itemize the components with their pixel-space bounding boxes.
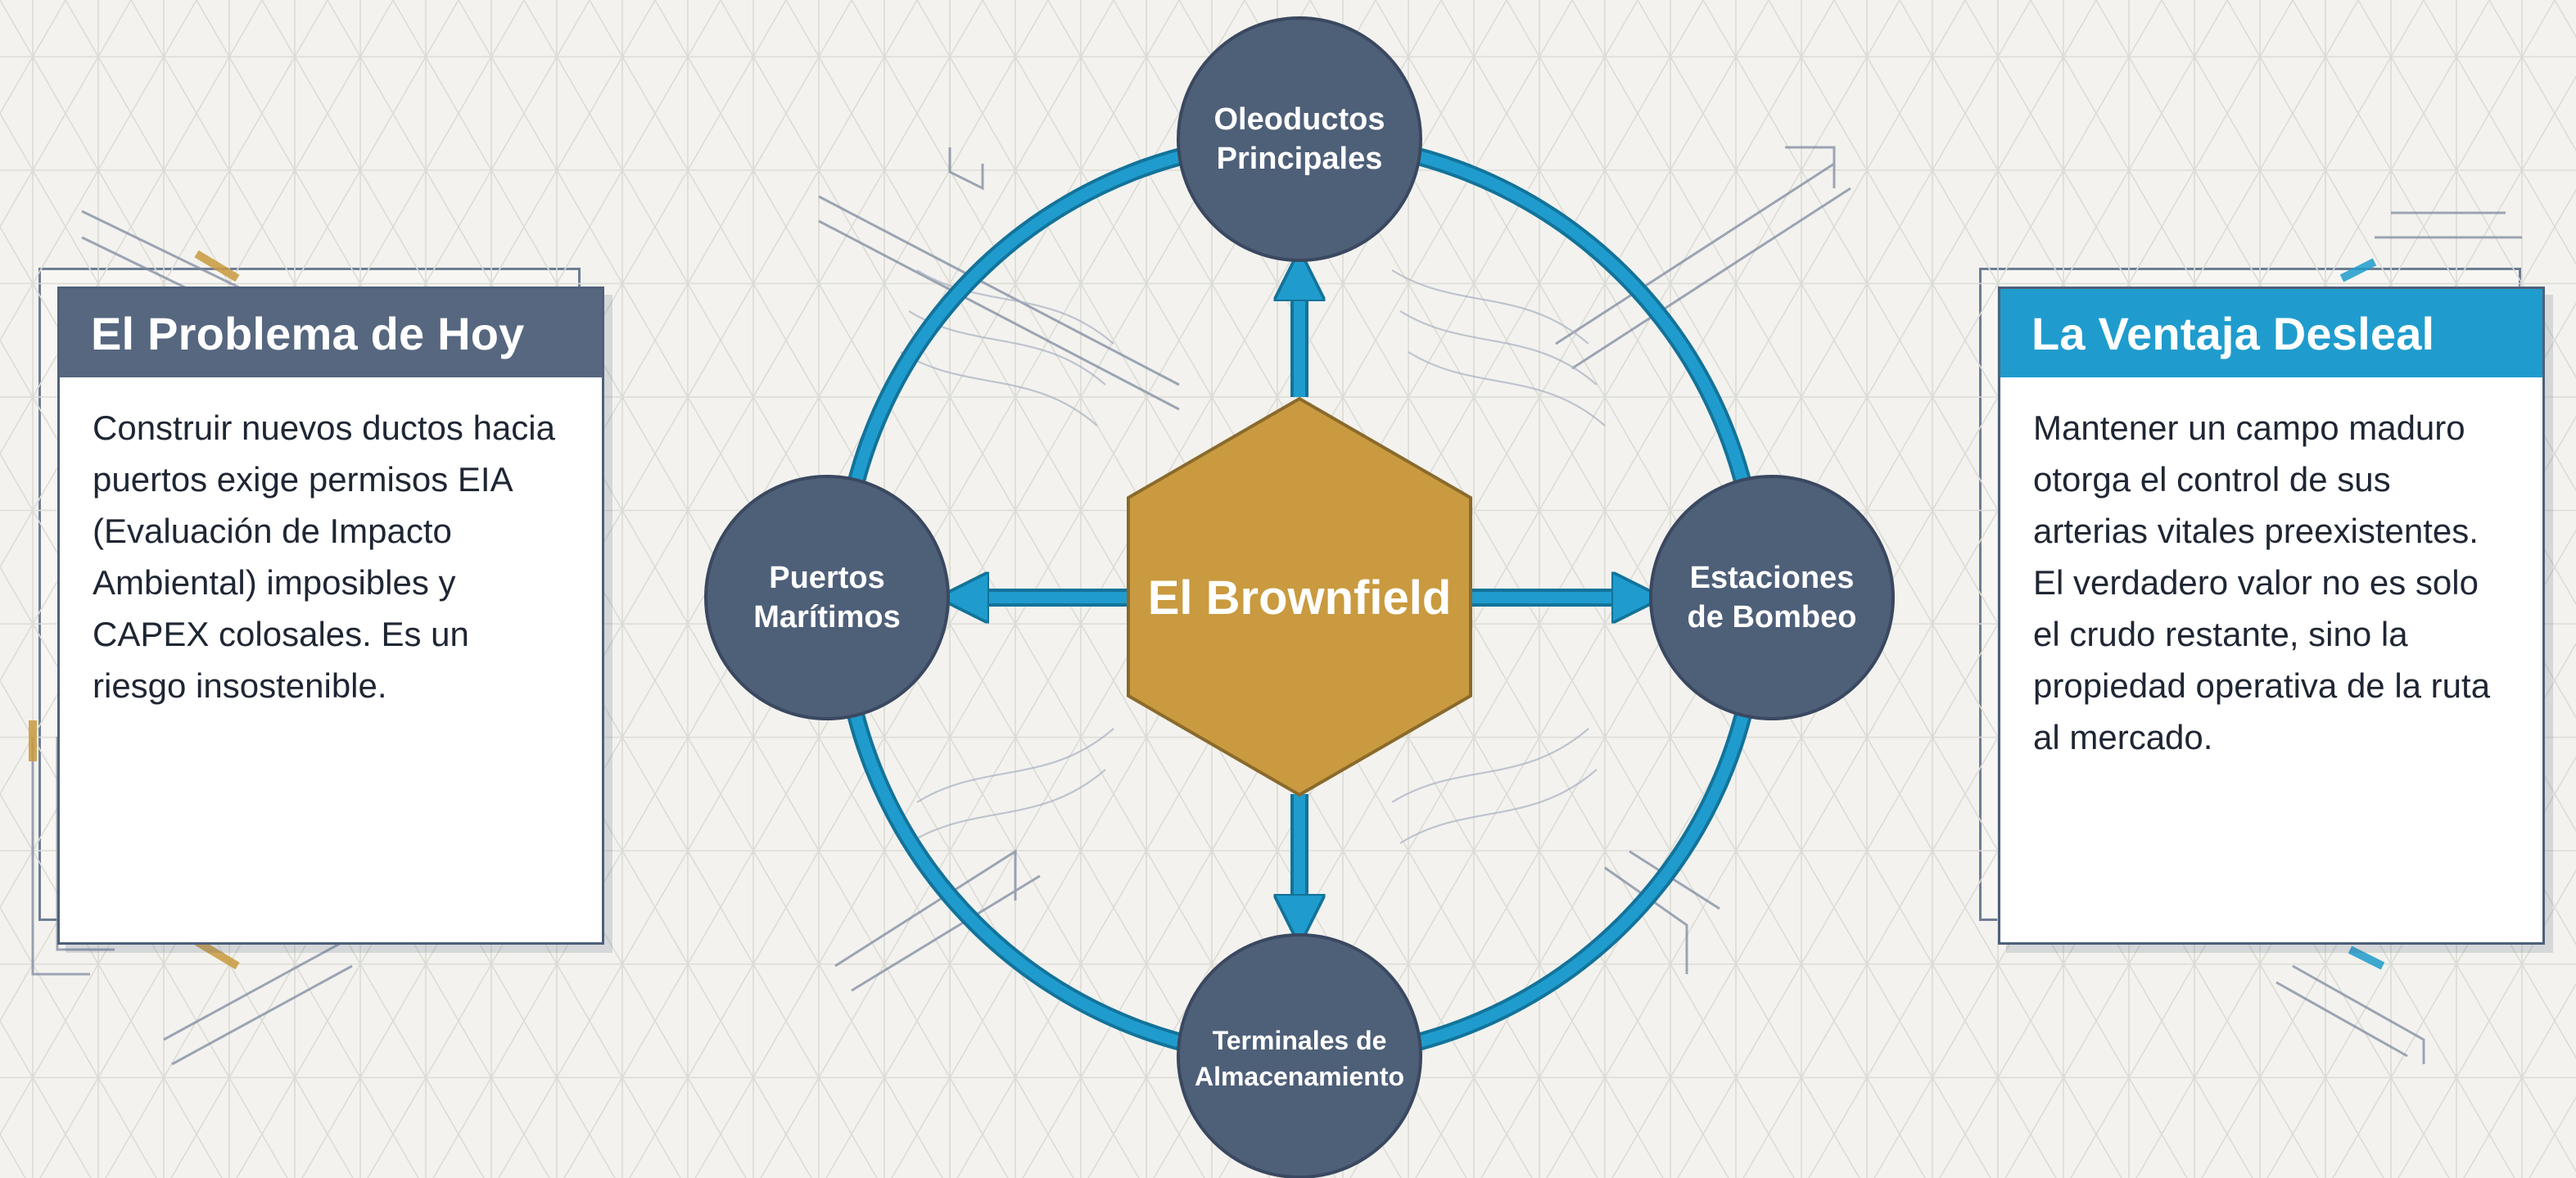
advantage-panel: La Ventaja Desleal Mantener un campo mad…: [1979, 268, 2545, 945]
node-oleoductos: Oleoductos Principales: [1177, 16, 1422, 262]
node-estaciones-line1: Estaciones: [1690, 561, 1855, 595]
node-terminales: Terminales de Almacenamiento: [1177, 933, 1422, 1178]
node-puertos-line1: Puertos: [769, 561, 884, 595]
advantage-panel-title: La Ventaja Desleal: [2000, 289, 2542, 377]
brownfield-hexagon: [1127, 396, 1472, 797]
node-oleoductos-line1: Oleoductos: [1213, 102, 1385, 137]
node-terminales-line2: Almacenamiento: [1195, 1062, 1404, 1091]
connector-arrows: [958, 270, 1643, 925]
node-estaciones: Estaciones de Bombeo: [1649, 475, 1895, 720]
problem-panel-body: Construir nuevos ductos hacia puertos ex…: [93, 408, 555, 705]
decorative-accent-strips-blue: [2339, 258, 2385, 970]
decorative-contour-lines: [900, 269, 1606, 844]
center-label: El Brownfield: [1148, 571, 1452, 625]
problem-panel-title: El Problema de Hoy: [60, 289, 602, 377]
node-puertos-line2: Marítimos: [753, 600, 900, 634]
node-oleoductos-line2: Principales: [1217, 142, 1383, 176]
node-puertos: Puertos Marítimos: [704, 475, 950, 720]
problem-panel: El Problema de Hoy Construir nuevos duct…: [38, 268, 604, 945]
node-estaciones-line2: de Bombeo: [1688, 600, 1857, 634]
decorative-accent-strips: [29, 250, 240, 970]
node-terminales-line1: Terminales de: [1213, 1026, 1387, 1055]
advantage-panel-body: Mantener un campo maduro otorga el contr…: [2033, 408, 2491, 756]
